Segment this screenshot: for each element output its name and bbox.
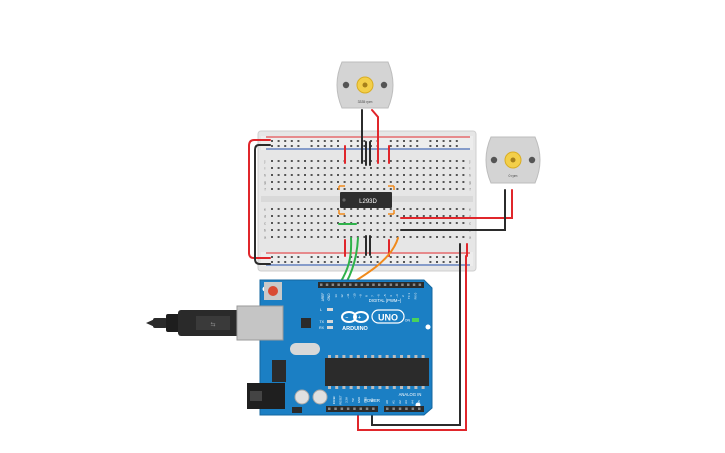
wire-left-black-loop: [254, 144, 271, 265]
analog-header-label: ANALOG IN: [399, 392, 422, 397]
wire-motor2-black: [400, 189, 506, 231]
row-label: f: [264, 187, 266, 192]
analog-pin-label: A2: [398, 400, 402, 404]
power-pin-label: IOREF: [332, 395, 336, 404]
chip-label: L293D: [359, 199, 377, 205]
digital-pin-label: ~10: [352, 293, 356, 298]
motor-1-speed: 3335 rpm: [358, 100, 373, 104]
aref-label: AREF: [321, 293, 325, 302]
row-label: h: [469, 173, 471, 178]
row-label: i: [265, 166, 266, 171]
analog-pin-label: A0: [385, 400, 389, 404]
svg-text:+: +: [358, 315, 361, 321]
digital-pin-label: ~11: [346, 293, 350, 298]
uno-badge: [371, 309, 405, 324]
selection-brackets: [338, 185, 395, 215]
model-label: UNO: [378, 313, 398, 323]
led-l: [327, 308, 333, 311]
power-pin-label: 5V: [351, 398, 355, 402]
digital-header-label: DIGITAL (PWM~): [369, 298, 402, 303]
row-label: d: [264, 214, 266, 219]
digital-pin-label: 13: [334, 294, 338, 298]
row-label: a: [264, 235, 267, 240]
row-label: j: [264, 159, 266, 164]
digital-pin-label: ~6: [377, 294, 381, 298]
digital-pin-label: 12: [340, 294, 344, 298]
power-pin-label: GND: [364, 397, 368, 403]
analog-pin-label: A1: [391, 400, 395, 404]
dc-motor-1[interactable]: 3335 rpm: [336, 61, 394, 109]
svg-text:⇆: ⇆: [210, 321, 215, 328]
row-label: i: [470, 166, 471, 171]
led-l-label: L: [320, 308, 322, 312]
atmega-chip: [325, 358, 429, 386]
dc-motor-2[interactable]: 0 rpm: [485, 136, 541, 184]
led-tx-label: TX: [320, 320, 325, 324]
digital-pin-label: RX 0: [413, 292, 417, 299]
digital-pin-label: ~3: [395, 294, 399, 298]
wire-motor1-red: [371, 109, 379, 164]
motor-2-speed: 0 rpm: [509, 174, 518, 178]
arduino-logo: − + ARDUINO: [341, 311, 369, 332]
row-label: e: [264, 207, 267, 212]
led-on-label: ON: [405, 319, 411, 323]
svg-text:−: −: [346, 315, 349, 321]
row-label: f: [469, 187, 471, 192]
analog-header[interactable]: [384, 406, 424, 412]
row-label: c: [264, 221, 266, 226]
led-rx-label: RX: [319, 326, 325, 330]
digital-pin-label: 2: [401, 295, 405, 297]
row-label: b: [264, 228, 267, 233]
row-label: g: [469, 180, 471, 185]
led-on: [412, 318, 419, 322]
digital-pin-label: ~5: [383, 294, 387, 298]
digital-pin-label: 7: [371, 295, 375, 297]
led-rx: [327, 326, 333, 329]
digital-pin-label: ~9: [358, 294, 362, 298]
wire-5v-arduino: [357, 255, 467, 431]
digital-pin-label: TX 1: [407, 293, 411, 300]
bottom-power-rail: [261, 252, 473, 266]
power-pin-label: 3.3V: [345, 397, 349, 403]
power-pin-label: RESET: [338, 395, 342, 405]
analog-pin-label: A3: [404, 400, 408, 404]
wire-left-red-loop: [248, 139, 271, 259]
row-label: a: [469, 235, 472, 240]
row-label: j: [469, 159, 471, 164]
row-label: g: [264, 180, 266, 185]
wire-motor2-red: [400, 189, 513, 219]
wire-gnd-arduino: [371, 255, 461, 426]
analog-pin-label: A4: [411, 400, 415, 404]
analog-pin-label: A5: [417, 400, 421, 404]
power-pin-label: GND: [357, 397, 361, 403]
row-label: d: [469, 214, 471, 219]
l293d-chip[interactable]: L293D: [340, 192, 392, 208]
led-tx: [327, 320, 333, 323]
row-label: h: [264, 173, 266, 178]
brand-label: ARDUINO: [342, 326, 368, 332]
row-label: e: [469, 207, 472, 212]
gnd-label: GND: [327, 293, 331, 301]
digital-pin-label: 4: [389, 295, 393, 297]
power-header-label: POWER: [364, 398, 380, 403]
digital-header[interactable]: [318, 282, 424, 288]
power-pin-label: Vin: [370, 398, 374, 402]
power-header[interactable]: [326, 406, 378, 412]
breadboard-holes: [271, 140, 465, 263]
usb-port: [236, 305, 284, 341]
usb-cable: ⇆: [146, 310, 240, 336]
row-label: c: [469, 221, 471, 226]
digital-pin-label: 8: [365, 295, 369, 297]
